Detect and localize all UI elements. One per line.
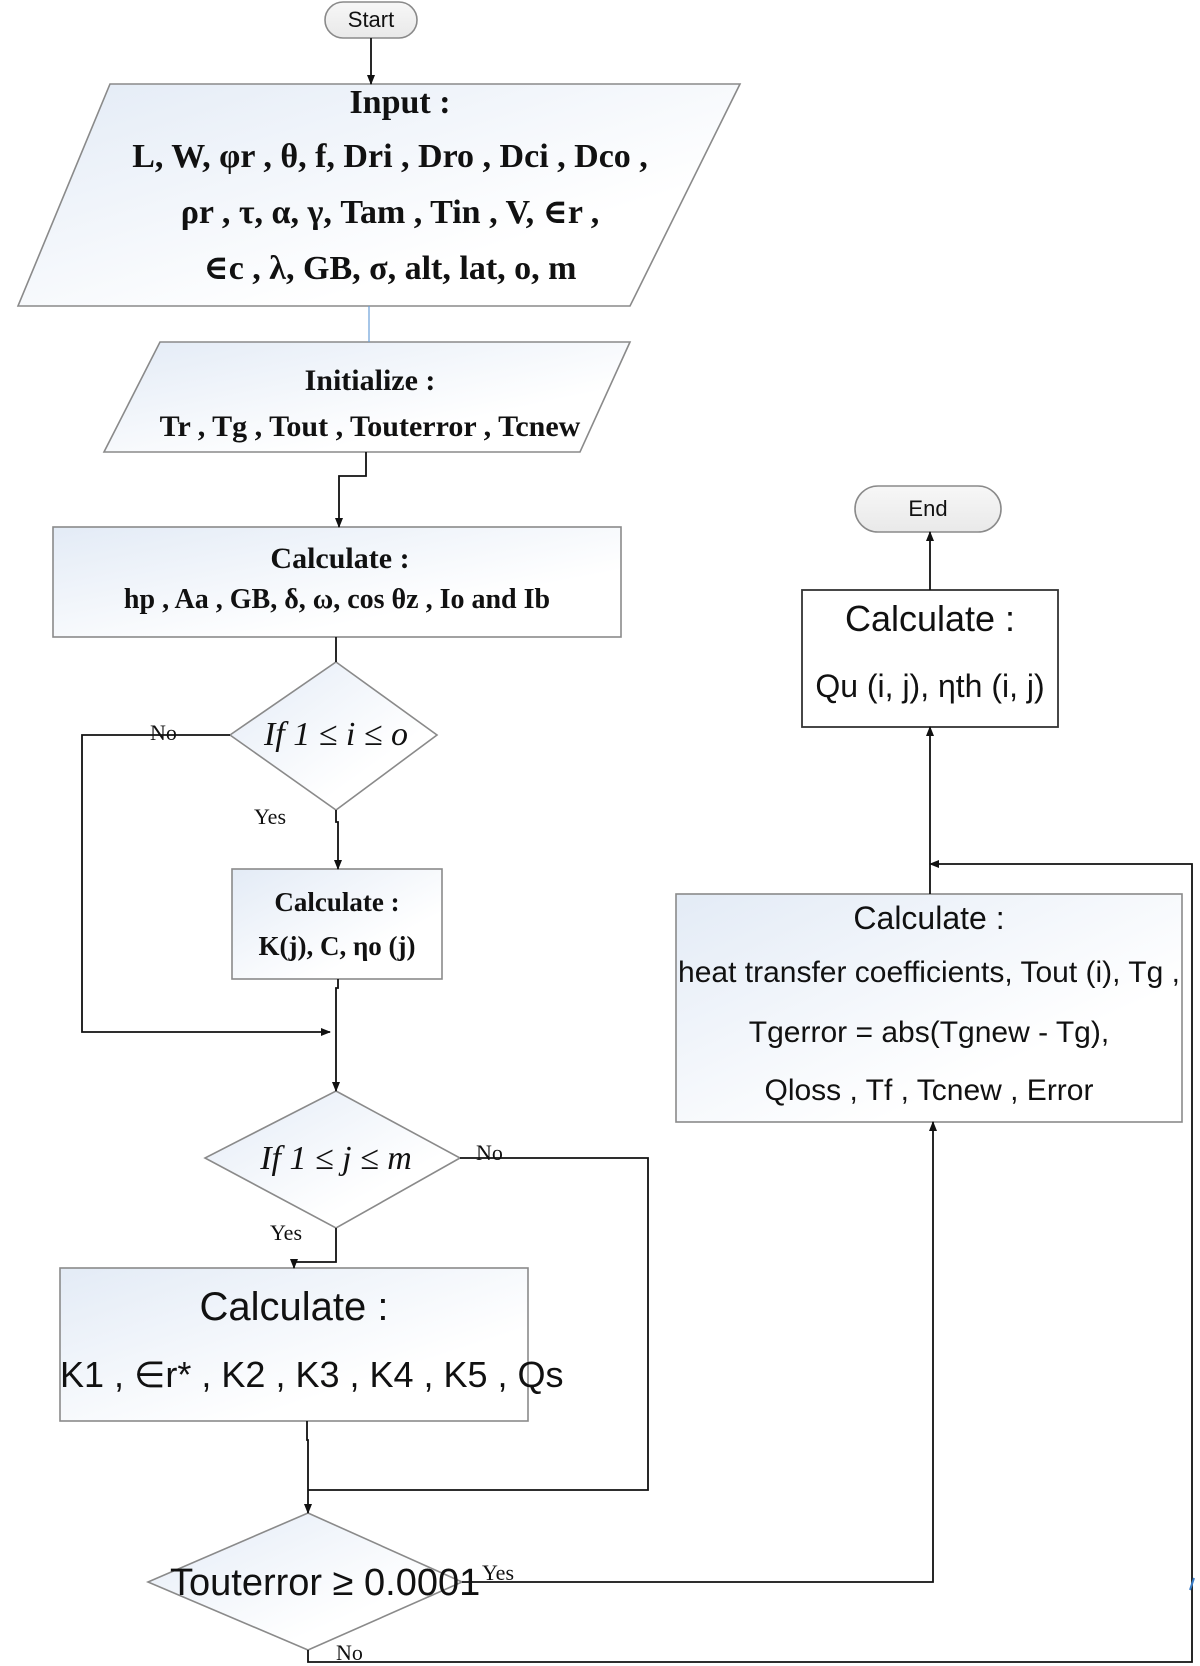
edge-artifact bbox=[1189, 1577, 1195, 1591]
edge-initialize-calc bbox=[335, 452, 367, 528]
input-line-3: ∈c , λ, GB, σ, alt, lat, o, m bbox=[203, 250, 577, 287]
calc-heat-line-3: Qloss , Tf , Tcnew , Error bbox=[764, 1074, 1094, 1107]
edge-decision-i-no bbox=[81, 734, 331, 1036]
decision-j-yes-label: Yes bbox=[270, 1220, 303, 1245]
input-line-2: ρr , τ, α, γ, Tam , Tin , V, ∈r , bbox=[180, 194, 600, 231]
input-parallelogram bbox=[16, 83, 742, 307]
edge-decision-error-yes bbox=[462, 1121, 937, 1583]
calc-final-title: Calculate : bbox=[844, 598, 1016, 639]
decision-i-yes-label: Yes bbox=[254, 804, 287, 829]
edge-calcks-decision-error bbox=[304, 1421, 312, 1514]
calc-heat-title: Calculate : bbox=[853, 900, 1005, 936]
start-label: Start bbox=[347, 7, 395, 32]
calc-geometry-box bbox=[52, 526, 622, 638]
decision-error-text: Touterror ≥ 0.0001 bbox=[170, 1562, 481, 1604]
input-line-1: L, W, φr , θ, f, Dri , Dro , Dci , Dco , bbox=[132, 138, 648, 175]
input-title: Input : bbox=[349, 84, 451, 121]
edge-decision-i-yes bbox=[334, 810, 342, 870]
calc-heat-line-1: heat transfer coefficients, Tout (i), Tg… bbox=[678, 956, 1180, 989]
initialize-parallelogram bbox=[102, 341, 632, 453]
edge-decision-error-no bbox=[307, 860, 1193, 1663]
calc-ks-box bbox=[59, 1267, 529, 1422]
calc-k-line-1: K(j), C, ηo (j) bbox=[258, 931, 416, 961]
edge-decision-j-yes bbox=[290, 1228, 337, 1269]
end-label: End bbox=[908, 496, 948, 521]
initialize-title: Initialize : bbox=[304, 364, 436, 397]
calc-k-title: Calculate : bbox=[274, 887, 400, 917]
decision-i-text: If 1 ≤ i ≤ o bbox=[263, 716, 409, 753]
edge-calck-merge bbox=[332, 979, 340, 1092]
calc-k-box bbox=[231, 868, 443, 980]
edge-decision-j-no bbox=[308, 1157, 649, 1491]
calc-heat-box bbox=[675, 893, 1183, 1123]
decision-j-no-label: No bbox=[476, 1140, 503, 1165]
decision-i-no-label: No bbox=[150, 720, 177, 745]
initialize-line-1: Tr , Tg , Tout , Touterror , Tcnew bbox=[159, 410, 581, 443]
calc-heat-line-2: Tgerror = abs(Tgnew - Tg), bbox=[748, 1016, 1110, 1049]
calc-ks-title: Calculate : bbox=[199, 1285, 389, 1329]
decision-error-no-label: No bbox=[336, 1640, 363, 1665]
calc-geometry-line-1: hp , Aa , GB, δ, ω, cos θz , Io and Ib bbox=[123, 584, 551, 615]
calc-final-line-1: Qu (i, j), ηth (i, j) bbox=[815, 668, 1045, 704]
calc-ks-line-1: K1 , ∈r* , K2 , K3 , K4 , K5 , Qs bbox=[60, 1354, 564, 1395]
connectors bbox=[81, 38, 1195, 1663]
decision-j-text: If 1 ≤ j ≤ m bbox=[260, 1140, 412, 1177]
calc-geometry-title: Calculate : bbox=[270, 542, 410, 575]
decision-error-yes-label: Yes bbox=[482, 1560, 515, 1585]
